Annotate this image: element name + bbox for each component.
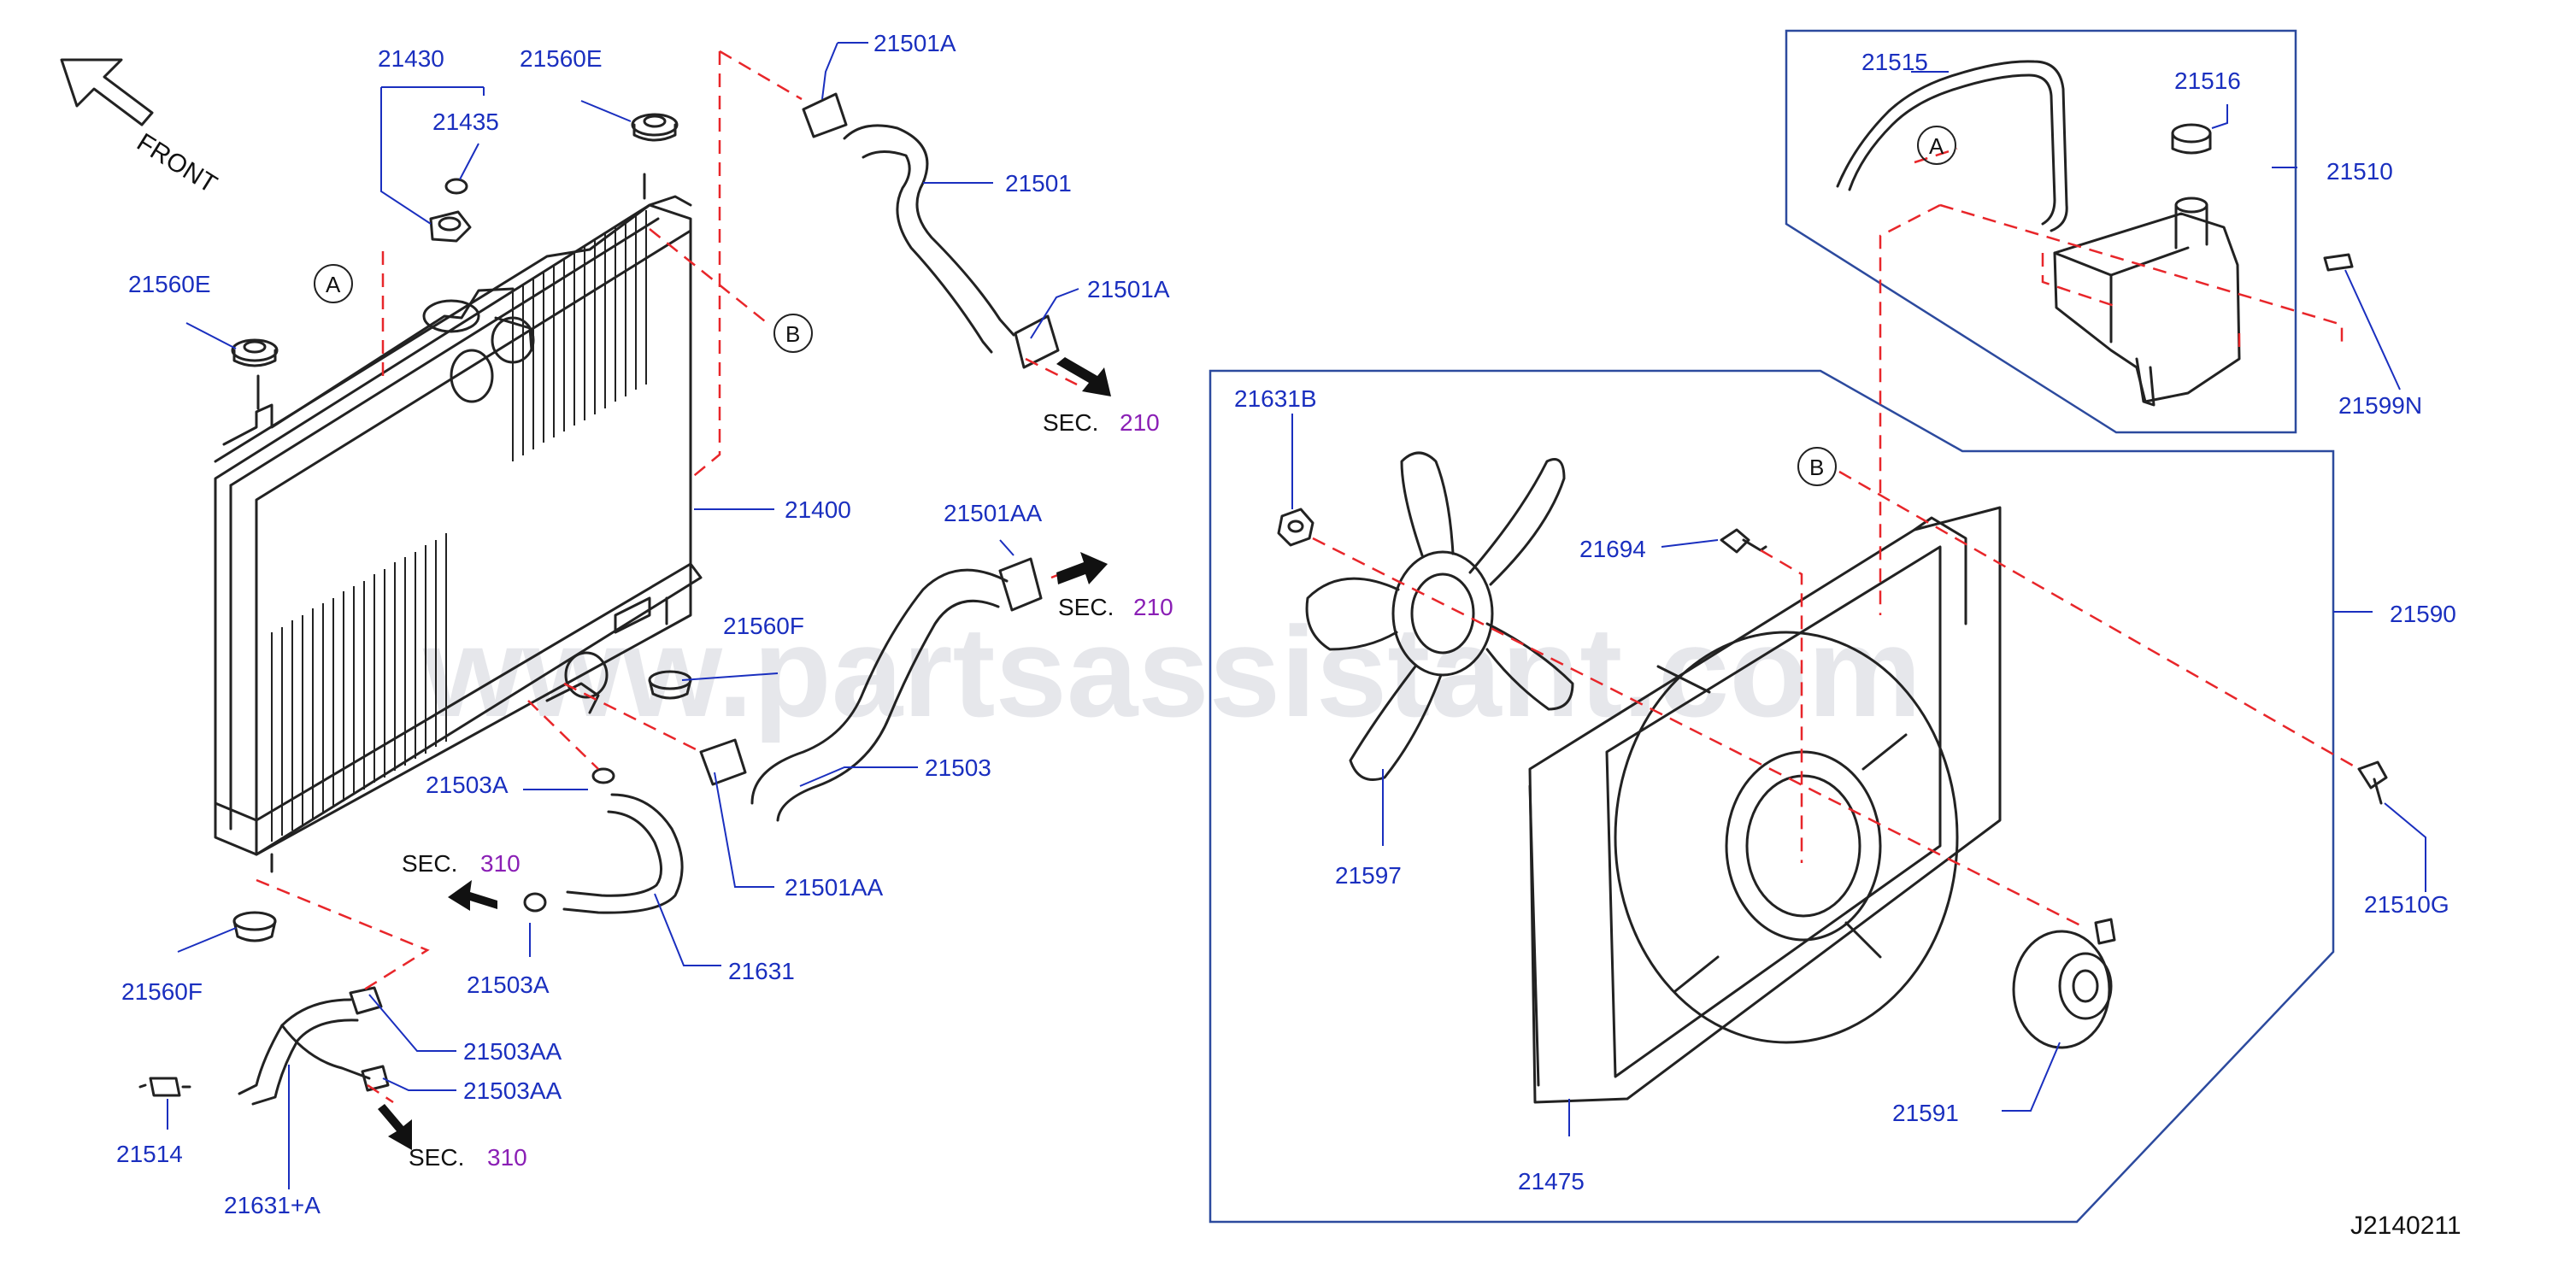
fan-blade-21597 [1305, 451, 1574, 781]
label-21597: 21597 [1335, 862, 1402, 889]
label-21560e-left: 21560E [128, 271, 211, 297]
label-21503a-bottom: 21503A [467, 972, 550, 998]
label-21631: 21631 [728, 958, 795, 984]
watermark: www.partsassistant.com [422, 600, 1921, 743]
label-21501aa-bottom: 21501AA [785, 874, 884, 901]
svg-text:B: B [1809, 455, 1824, 480]
label-21510: 21510 [2326, 158, 2393, 185]
svg-text:B: B [785, 321, 800, 347]
diagram-code: J2140211 [2350, 1212, 2461, 1240]
label-21560f-mid: 21560F [723, 613, 804, 639]
reservoir-hose-21515 [1836, 60, 2068, 232]
svg-text:A: A [326, 272, 341, 297]
front-label: FRONT [132, 128, 221, 199]
sec-ref-1: SEC. 210 [1043, 409, 1160, 436]
label-21400: 21400 [785, 496, 851, 523]
grommet-21560e-left [231, 338, 279, 367]
label-21503aa-1: 21503AA [463, 1038, 562, 1065]
label-21501a-bottom: 21501A [1087, 276, 1170, 302]
label-21503: 21503 [925, 754, 991, 781]
hose-21631 [523, 767, 684, 914]
reservoir-group-box [1785, 29, 2297, 434]
label-21501a-top: 21501A [873, 30, 956, 56]
front-arrow-icon [60, 58, 154, 126]
label-21510g: 21510G [2364, 891, 2450, 918]
label-21515: 21515 [1861, 49, 1928, 75]
grommet-21560f-bottom [232, 911, 277, 942]
label-21430: 21430 [378, 45, 444, 72]
reservoir-tank-21510 [2053, 197, 2241, 407]
connection-marker-b-left: B [773, 314, 813, 353]
label-21560f-bottom: 21560F [121, 978, 203, 1005]
grommet-21560e-top [631, 113, 679, 142]
label-21503a-left: 21503A [426, 772, 509, 798]
radiator [214, 173, 703, 873]
fan-motor-21591 [2012, 918, 2116, 1049]
screw-21694 [1720, 528, 1767, 554]
hose-21631a [238, 986, 390, 1106]
radiator-fins [271, 210, 647, 842]
label-21694: 21694 [1579, 536, 1646, 562]
label-21631a: 21631+A [224, 1192, 321, 1218]
fan-shroud-21475 [1528, 506, 2002, 1104]
leader-lines [167, 42, 2426, 1189]
label-21599n: 21599N [2338, 392, 2422, 419]
sec-ref-4: SEC. 310 [409, 1144, 527, 1171]
label-21516: 21516 [2174, 68, 2241, 94]
sec-ref-2: SEC. 210 [1058, 594, 1173, 620]
lower-hose-21503 [699, 557, 1043, 822]
bolt-21510g [2357, 760, 2388, 805]
label-21501: 21501 [1005, 170, 1072, 197]
connection-marker-a-left: A [314, 264, 353, 303]
label-21560e-top: 21560E [520, 45, 603, 72]
sec-ref-3: SEC. 310 [402, 850, 520, 877]
connection-marker-b-right: B [1797, 447, 1837, 486]
label-21631b: 21631B [1234, 385, 1317, 412]
label-21503aa-2: 21503AA [463, 1077, 562, 1104]
fan-shroud-group-box [1209, 369, 2335, 1224]
dashed-guide-lines [256, 50, 2360, 1104]
label-21591: 21591 [1892, 1100, 1959, 1126]
seal-21435 [444, 178, 468, 195]
label-21435: 21435 [432, 109, 499, 135]
svg-text:A: A [1929, 133, 1944, 159]
connection-marker-a-right: A [1917, 126, 1956, 165]
label-21590: 21590 [2390, 601, 2456, 627]
label-21514: 21514 [116, 1141, 183, 1167]
radiator-cap-21430 [429, 210, 472, 243]
upper-hose-21501 [802, 92, 1060, 369]
label-21475: 21475 [1518, 1168, 1585, 1195]
label-21501aa-top: 21501AA [944, 500, 1043, 526]
nut-21631b [1277, 508, 1314, 547]
clip-21514 [138, 1077, 191, 1097]
label-plate-21599n [2323, 253, 2354, 272]
sec-arrow-icon [378, 357, 1111, 1150]
reservoir-cap-21516 [2171, 123, 2212, 155]
